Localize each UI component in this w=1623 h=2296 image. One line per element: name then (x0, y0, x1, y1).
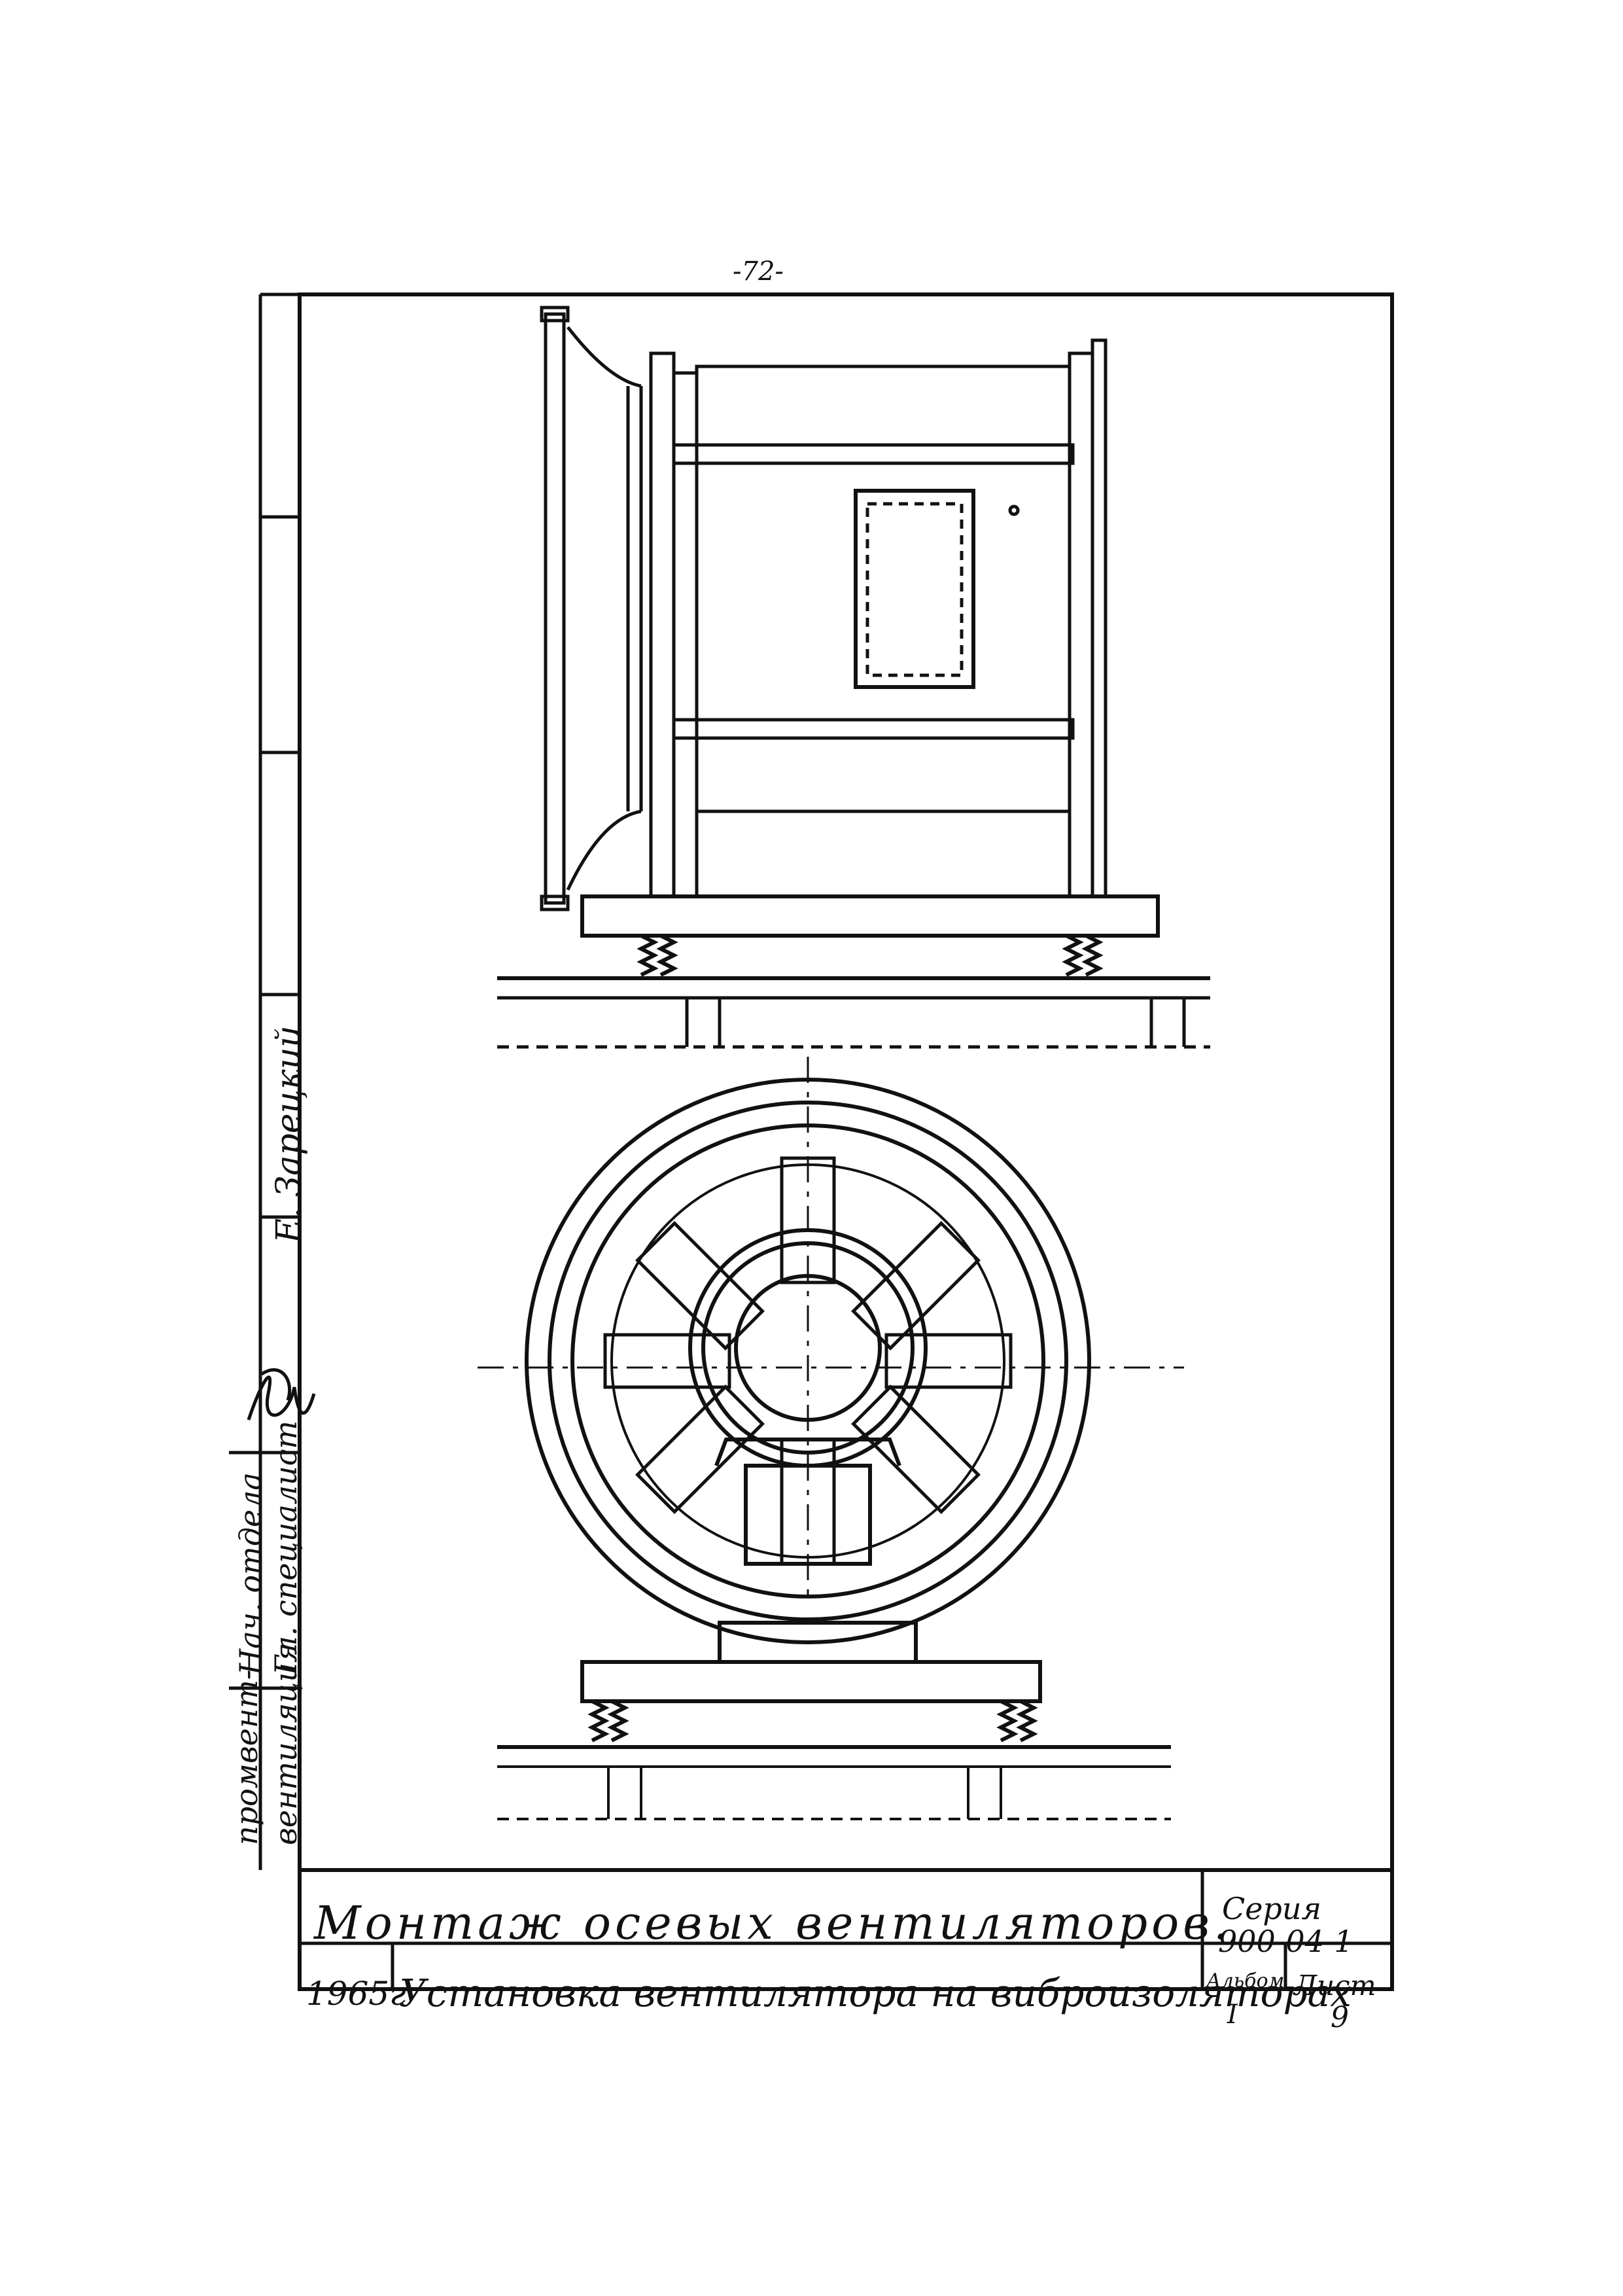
drawing-title: Монтаж осевых вентиляторов. (314, 1896, 1232, 1950)
stamp-department-line2: вентиляция (268, 1642, 304, 1845)
fan-front-elevation (497, 1078, 1171, 1820)
signature-scribble (247, 1368, 316, 1421)
stamp-head-of-department: Нач. отдела (233, 1472, 268, 1675)
series-value: 900-04-1 (1218, 1924, 1353, 1959)
drawing-subtitle: Установка вентилятора на виброизоляторах (399, 1971, 1352, 2015)
drawing-frame (298, 292, 1394, 1991)
stamp-department-line1: промвент- (229, 1669, 264, 1845)
stamp-chief-specialist: Гл. специалист (268, 1420, 304, 1675)
sheet-value: 9 (1331, 2001, 1349, 2034)
fan-side-elevation (497, 306, 1210, 1049)
series-label: Серия (1222, 1891, 1321, 1926)
page-number: -72- (733, 256, 784, 287)
stamp-signer: Е. Зарецкий (270, 1025, 309, 1243)
drawing-year: 1965г (306, 1975, 406, 2013)
album-label: Альбом (1206, 1969, 1285, 1992)
album-value: I (1227, 2000, 1238, 2030)
sheet-label: Лист (1294, 1969, 1376, 2002)
